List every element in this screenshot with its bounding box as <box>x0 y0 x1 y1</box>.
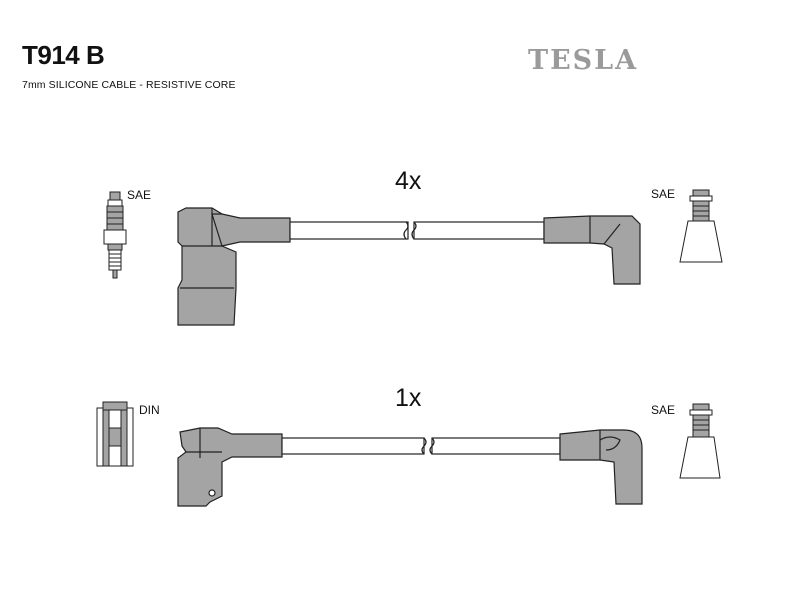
top-right-connector-label: SAE <box>651 187 676 201</box>
sae-terminal-icon <box>679 189 723 263</box>
bottom-left-connector-label: DIN <box>139 403 160 417</box>
top-left-boot <box>177 207 291 326</box>
bottom-right-connector-label: SAE <box>651 403 676 417</box>
brand-logo: TESLA <box>528 45 639 76</box>
bottom-left-boot <box>177 427 283 507</box>
cable-description: 7mm SILICONE CABLE - RESISTIVE CORE <box>22 79 236 91</box>
din-terminal-icon <box>96 401 134 467</box>
part-code: T914 B <box>22 40 105 70</box>
top-left-connector-label: SAE <box>127 188 152 202</box>
spark-plug-icon <box>103 191 127 279</box>
sae-terminal-icon <box>679 403 721 479</box>
top-set-quantity: 4x <box>395 167 422 195</box>
top-right-boot <box>543 215 641 285</box>
bottom-cable <box>281 437 561 455</box>
bottom-right-boot <box>559 429 643 505</box>
bottom-set-quantity: 1x <box>395 384 422 412</box>
top-cable <box>289 221 545 240</box>
